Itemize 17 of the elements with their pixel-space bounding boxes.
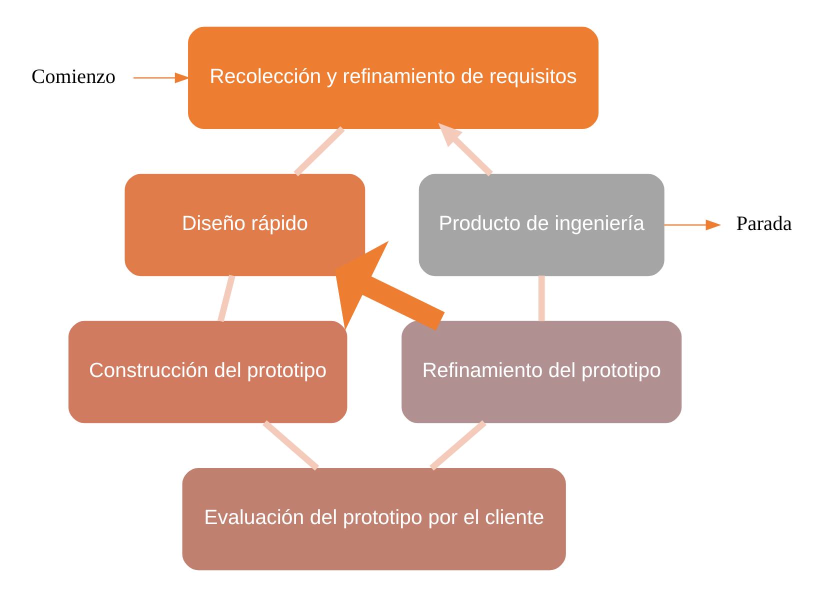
connector [429, 420, 486, 470]
connector [293, 126, 344, 176]
arrow [133, 72, 190, 83]
node-box: Recolección y refinamiento de requisitos [188, 26, 598, 129]
node-box: Evaluación del prototipo por el cliente [182, 467, 566, 570]
arrow [664, 219, 721, 230]
node-text: Comienzo [31, 65, 116, 88]
node-box: Producto de ingeniería [418, 173, 664, 276]
connector [216, 274, 235, 322]
node-box: Diseño rápido [124, 173, 365, 276]
connector [262, 420, 319, 470]
arrow [334, 240, 444, 330]
node-box: Construcción del prototipo [68, 320, 347, 423]
arrow [438, 122, 492, 176]
node-box: Refinamiento del prototipo [401, 320, 682, 423]
connector [538, 275, 544, 321]
node-text: Parada [736, 212, 792, 234]
